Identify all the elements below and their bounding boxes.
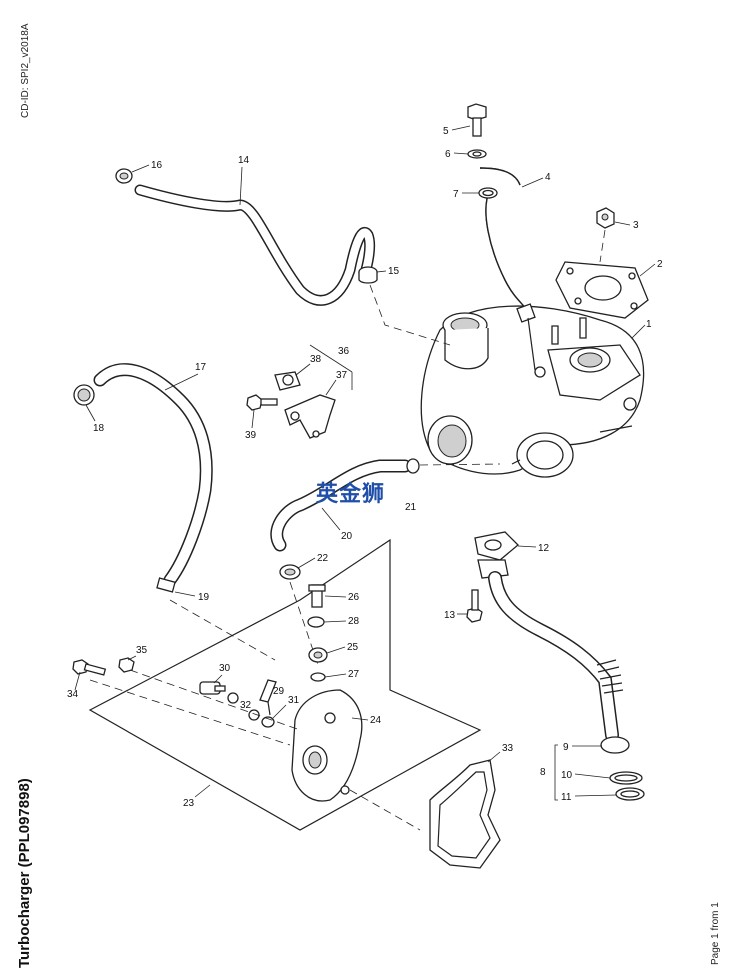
callout-38: 38 (310, 354, 322, 365)
callout-labels: 1 2 3 4 5 6 7 8 9 10 11 12 13 14 15 16 1… (67, 125, 663, 809)
fitting-25 (308, 647, 328, 663)
callout-16: 16 (151, 160, 163, 171)
callout-19: 19 (198, 592, 210, 603)
callout-20: 20 (341, 531, 353, 542)
callout-17: 17 (195, 362, 207, 373)
callout-28: 28 (348, 616, 360, 627)
bolt-39 (246, 394, 278, 411)
bracket-37 (284, 394, 336, 439)
callout-27: 27 (348, 669, 360, 680)
callout-23: 23 (183, 798, 195, 809)
washer-6 (467, 149, 487, 159)
hose-14 (134, 184, 376, 306)
callout-14: 14 (238, 155, 250, 166)
callout-2: 2 (657, 259, 663, 270)
callout-35: 35 (136, 645, 148, 656)
banjo-bolt-5 (467, 103, 487, 137)
clip-21 (406, 458, 420, 474)
gasket-2 (555, 261, 649, 319)
callout-9: 9 (563, 742, 569, 753)
clip-15 (358, 266, 378, 284)
callout-5: 5 (443, 126, 449, 137)
callout-33: 33 (502, 743, 514, 754)
callout-25: 25 (347, 642, 359, 653)
clip-22 (279, 564, 301, 580)
callout-26: 26 (348, 592, 360, 603)
gasket-33 (429, 759, 501, 869)
callout-24: 24 (370, 715, 382, 726)
callout-11: 11 (561, 792, 572, 803)
bolt-35 (118, 657, 135, 673)
clip-38 (274, 371, 301, 391)
callout-1: 1 (646, 319, 652, 330)
callout-37: 37 (336, 370, 348, 381)
bolt-13 (466, 589, 483, 623)
callout-8: 8 (540, 767, 546, 778)
clip-18 (73, 384, 95, 406)
return-pipe-assembly (474, 531, 645, 801)
callout-15: 15 (388, 266, 400, 277)
callout-10: 10 (561, 770, 573, 781)
washer-28 (307, 616, 325, 628)
callout-7: 7 (453, 189, 459, 200)
bolt-26 (308, 584, 326, 608)
clip-19 (156, 577, 176, 593)
hose-20 (270, 459, 412, 552)
callout-31: 31 (288, 695, 300, 706)
washer-32 (227, 692, 260, 721)
hose-17 (93, 363, 213, 587)
callout-36: 36 (338, 346, 350, 357)
dashed-outline-23 (88, 538, 482, 831)
pipe-29 (259, 679, 277, 716)
callout-34: 34 (67, 689, 79, 700)
callout-12: 12 (538, 543, 550, 554)
callout-32: 32 (240, 700, 252, 711)
bolt-34 (72, 659, 107, 676)
callout-6: 6 (445, 149, 451, 160)
oil-feed-pipe-4 (479, 167, 536, 371)
clip-16 (115, 168, 133, 184)
studs (551, 317, 587, 345)
washer-7 (478, 187, 498, 199)
watermark-logo: 英金狮 (316, 482, 386, 507)
callout-39: 39 (245, 430, 257, 441)
callout-3: 3 (633, 220, 639, 231)
nut-3 (596, 207, 615, 263)
callout-18: 18 (93, 423, 105, 434)
callout-4: 4 (545, 172, 551, 183)
callout-30: 30 (219, 663, 231, 674)
callout-22: 22 (317, 553, 329, 564)
callout-13: 13 (444, 610, 456, 621)
turbocharger-body (420, 305, 645, 478)
banjo-30 (199, 681, 226, 695)
callout-21: 21 (405, 502, 417, 513)
housing-24 (291, 689, 363, 802)
callout-29: 29 (273, 686, 285, 697)
washer-27 (310, 672, 326, 682)
